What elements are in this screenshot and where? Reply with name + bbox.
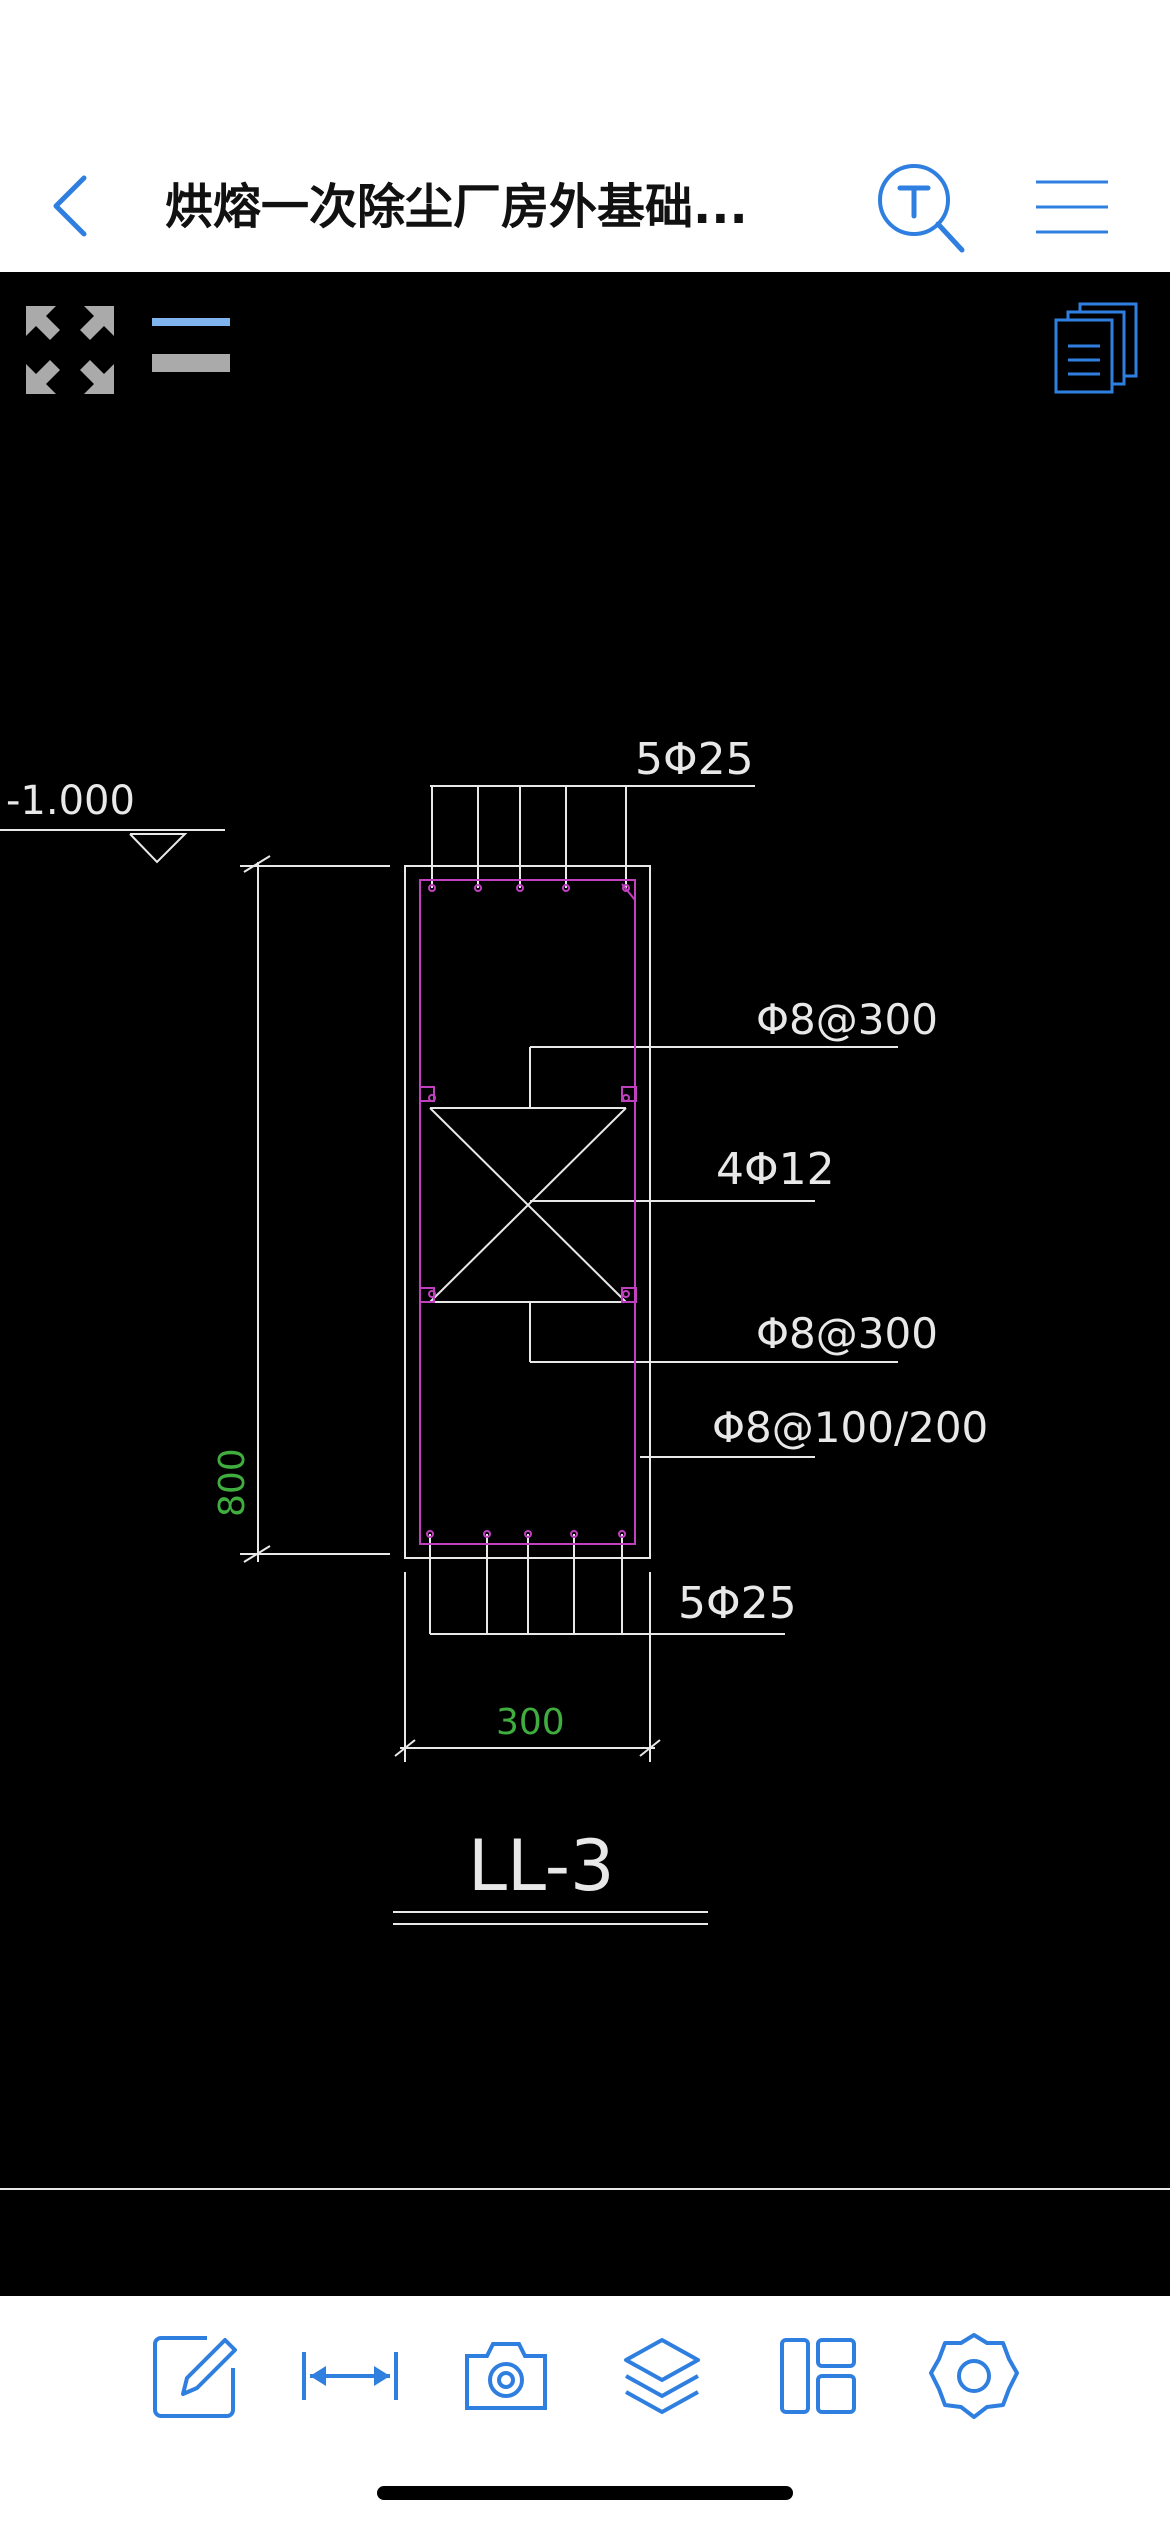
home-indicator <box>377 2486 793 2500</box>
camera-button[interactable] <box>456 2326 556 2426</box>
drawing-canvas[interactable]: -1.000 5Φ25 Φ8@300 4Φ12 Φ8@300 Φ8@100/20… <box>0 272 1170 2296</box>
main-stirrup-label: Φ8@100/200 <box>712 1403 988 1452</box>
stirrup-top-label: Φ8@300 <box>756 995 938 1044</box>
layers-icon <box>624 2338 700 2414</box>
edit-button[interactable] <box>145 2326 245 2426</box>
cad-drawing: -1.000 5Φ25 Φ8@300 4Φ12 Φ8@300 Φ8@100/20… <box>0 734 1170 2190</box>
menu-button[interactable] <box>1030 172 1114 242</box>
menu-icon <box>1036 180 1108 234</box>
middle-rebar-label: 4Φ12 <box>716 1144 835 1195</box>
bottom-toolbar <box>0 2296 1170 2532</box>
elevation-label: -1.000 <box>6 778 135 824</box>
measure-icon <box>302 2352 398 2400</box>
settings-button[interactable] <box>924 2326 1024 2426</box>
back-button[interactable] <box>40 168 100 244</box>
fullscreen-arrows-icon <box>26 306 114 394</box>
measure-button[interactable] <box>300 2326 400 2426</box>
chevron-left-icon <box>53 175 87 237</box>
text-search-button[interactable] <box>872 162 972 258</box>
fullscreen-button[interactable] <box>22 302 118 398</box>
top-navigation-bar: 烘熔一次除尘厂房外基础... <box>0 0 1170 272</box>
width-dimension: 300 <box>496 1702 565 1743</box>
layers-button[interactable] <box>612 2326 712 2426</box>
text-search-icon <box>878 164 965 253</box>
bottom-rebar-label: 5Φ25 <box>678 1578 797 1629</box>
layout-button[interactable] <box>768 2326 868 2426</box>
lineweight-button[interactable] <box>150 312 234 382</box>
pages-button[interactable] <box>1050 300 1140 396</box>
concrete-outline <box>404 865 651 1559</box>
edit-icon <box>153 2336 237 2418</box>
section-label: LL-3 <box>468 1825 615 1907</box>
stirrup <box>419 879 636 1545</box>
layout-icon <box>780 2338 856 2414</box>
top-rebar-label: 5Φ25 <box>635 734 754 785</box>
lineweight-icon <box>152 318 230 372</box>
stirrup-bottom-label: Φ8@300 <box>756 1309 938 1358</box>
settings-icon <box>929 2333 1019 2419</box>
camera-icon <box>465 2342 547 2410</box>
pages-icon <box>1054 302 1138 394</box>
height-dimension: 800 <box>212 1448 253 1517</box>
document-title: 烘熔一次除尘厂房外基础... <box>165 179 748 235</box>
elevation-triangle <box>129 833 188 864</box>
